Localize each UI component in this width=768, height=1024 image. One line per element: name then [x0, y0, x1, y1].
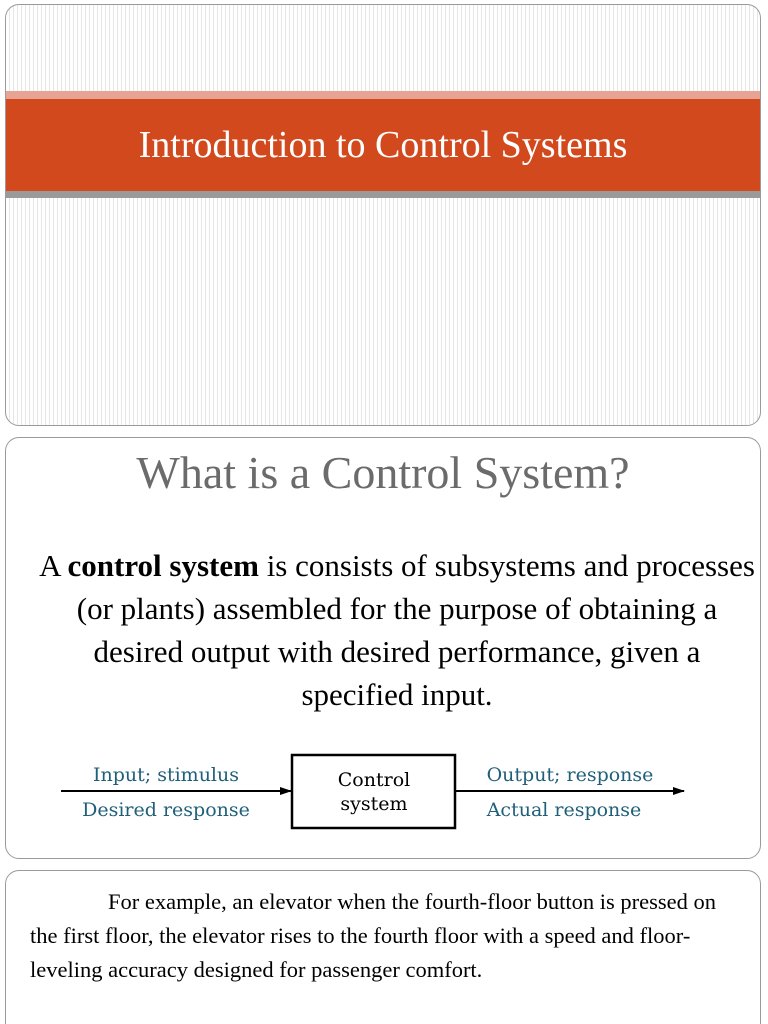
- definition-term: control system: [67, 548, 259, 583]
- definition-text-rest: is consists of subsystems and processes …: [76, 548, 755, 712]
- title-band: [6, 99, 760, 191]
- control-system-box: [290, 753, 457, 830]
- definition-text-start: A: [39, 548, 68, 583]
- definition-text: A control system is consists of subsyste…: [34, 544, 760, 716]
- output-label-top: Output; response: [487, 764, 654, 786]
- input-label-bottom: Desired response: [82, 799, 250, 821]
- title-slide: Introduction to Control Systems: [5, 4, 761, 426]
- definition-slide: What is a Control System? A control syst…: [5, 437, 761, 859]
- slide-title: Introduction to Control Systems: [138, 124, 628, 166]
- title-band-highlight: [6, 91, 760, 99]
- example-slide: For example, an elevator when the fourth…: [5, 870, 761, 1024]
- slide-heading: What is a Control System?: [136, 447, 630, 498]
- box-label-line1: Control: [338, 769, 410, 791]
- title-band-shadow: [6, 191, 760, 198]
- example-paragraph: For example, an elevator when the fourth…: [30, 889, 716, 982]
- output-label-bottom: Actual response: [486, 799, 642, 821]
- control-system-diagram: Input; stimulus Desired response Control…: [61, 753, 685, 830]
- input-label-top: Input; stimulus: [93, 764, 239, 786]
- box-label-line2: system: [340, 793, 407, 815]
